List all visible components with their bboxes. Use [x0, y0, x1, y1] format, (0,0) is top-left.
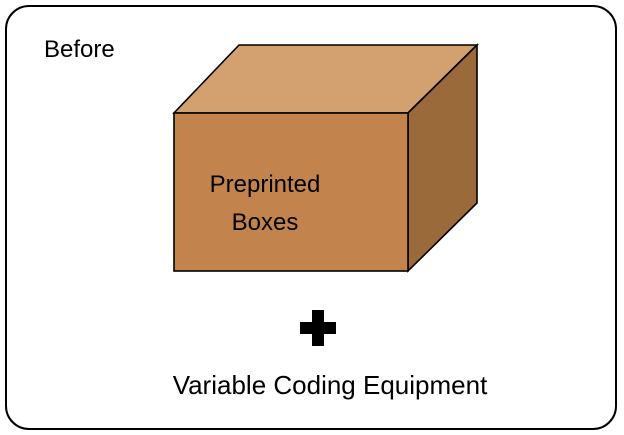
box-label: Preprinted Boxes	[174, 166, 356, 242]
box-label-line-1: Preprinted	[209, 171, 321, 198]
box-label-line-2: Boxes	[231, 209, 299, 236]
panel-heading: Before	[44, 36, 115, 63]
box-front-face	[173, 112, 409, 272]
plus-icon	[300, 310, 336, 346]
equipment-caption: Variable Coding Equipment	[172, 370, 488, 400]
